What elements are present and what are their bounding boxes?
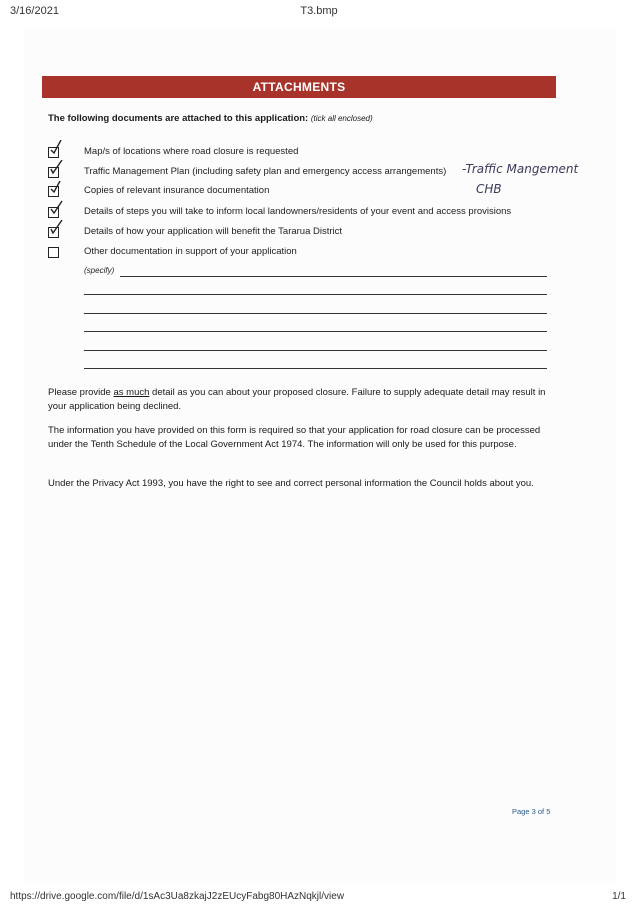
specify-label: (specify) (84, 266, 115, 275)
underlined-text: as much (113, 387, 150, 398)
checkbox[interactable] (48, 147, 59, 158)
handwritten-note: -Traffic Mangement (462, 162, 579, 176)
checkmark-icon (50, 180, 61, 194)
checkmark-icon (50, 200, 63, 215)
checkbox[interactable] (48, 247, 59, 258)
checkbox[interactable] (48, 227, 59, 238)
page-number: Page 3 of 5 (512, 807, 551, 816)
attachment-item-district-benefit[interactable]: Details of how your application will ben… (48, 220, 568, 242)
attachment-item-insurance[interactable]: Copies of relevant insurance documentati… (48, 180, 568, 201)
attachment-item-inform-residents[interactable]: Details of steps you will take to inform… (48, 200, 568, 222)
writing-line[interactable] (84, 368, 547, 369)
writing-line[interactable] (84, 294, 547, 295)
attachment-item-map[interactable]: Map/s of locations where road closure is… (48, 140, 568, 162)
paragraph-text: Please provide (48, 387, 114, 398)
checkmark-icon (50, 220, 63, 235)
attachment-label: Copies of relevant insurance documentati… (84, 185, 270, 196)
scanned-page (24, 28, 616, 883)
attachment-label: Details of how your application will ben… (84, 226, 343, 237)
intro-text: The following documents are attached to … (48, 113, 373, 124)
checkmark-icon (50, 140, 62, 155)
attachment-label: Map/s of locations where road closure is… (84, 146, 299, 157)
detail-paragraph: Please provide as much detail as you can… (48, 386, 558, 414)
attachments-banner: ATTACHMENTS (42, 76, 556, 98)
writing-line[interactable] (84, 350, 547, 351)
browser-date: 3/16/2021 (10, 5, 59, 17)
attachment-label: Details of steps you will take to inform… (84, 206, 512, 217)
print-page-count: 1/1 (612, 891, 626, 902)
paragraph-text: detail as you can about your proposed cl… (48, 387, 546, 412)
privacy-paragraph: Under the Privacy Act 1993, you have the… (48, 478, 534, 489)
attachment-item-traffic-plan[interactable]: Traffic Management Plan (including safet… (48, 160, 568, 182)
checkmark-icon (50, 160, 63, 175)
document-title: T3.bmp (300, 5, 338, 17)
intro-note: (tick all enclosed) (310, 114, 373, 123)
page-url: https://drive.google.com/file/d/1sAc3Ua8… (10, 891, 345, 902)
attachment-item-other[interactable]: Other documentation in support of your a… (48, 246, 568, 262)
purpose-paragraph: The information you have provided on thi… (48, 425, 541, 450)
writing-line[interactable] (84, 313, 547, 314)
attachment-label: Traffic Management Plan (including safet… (84, 166, 447, 177)
checkbox[interactable] (48, 186, 59, 197)
intro-bold: The following documents are attached to … (48, 113, 309, 124)
handwritten-note: CHB (476, 182, 502, 196)
checkbox[interactable] (48, 207, 59, 218)
checkbox[interactable] (48, 167, 59, 178)
attachment-label: Other documentation in support of your a… (84, 246, 297, 257)
writing-line[interactable] (84, 331, 547, 332)
specify-line[interactable] (120, 276, 547, 277)
